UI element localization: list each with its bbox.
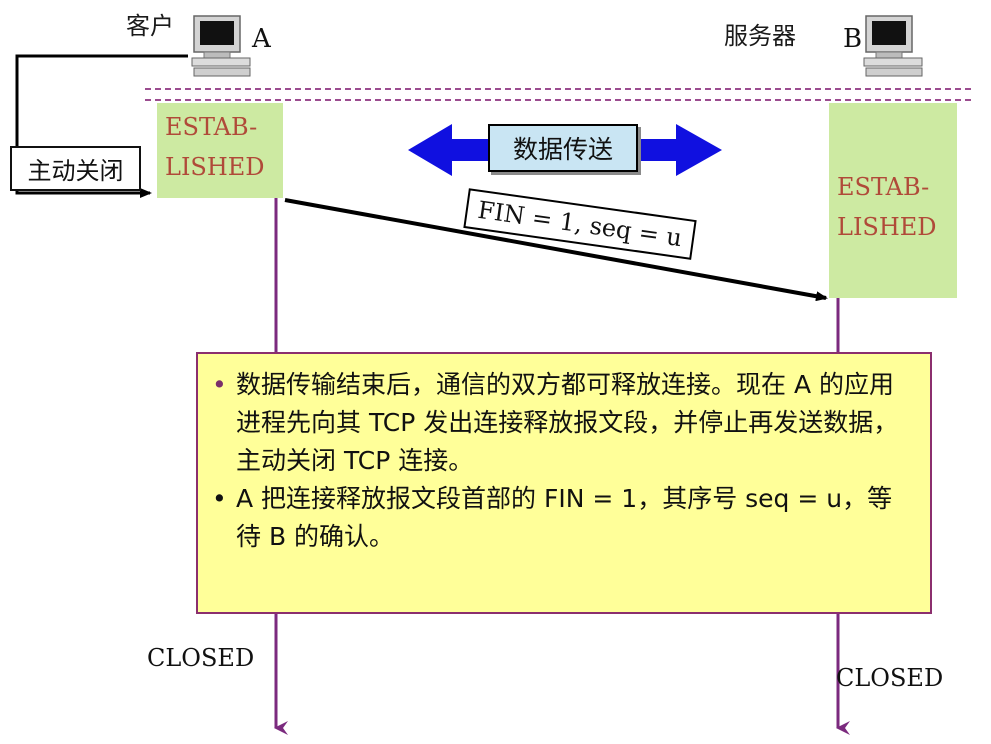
separator-lines bbox=[145, 88, 975, 101]
data-transfer-label: 数据传送 bbox=[488, 124, 638, 172]
computer-icon bbox=[863, 15, 923, 77]
active-close-label: 主动关闭 bbox=[10, 146, 141, 191]
note-text-2: A 把连接释放报文段首部的 FIN = 1，其序号 seq = u，等待 B 的… bbox=[236, 484, 893, 551]
fin-arrow bbox=[284, 198, 828, 302]
active-close-arrow bbox=[15, 54, 188, 198]
client-label: 客户 bbox=[126, 12, 174, 40]
bullet-marker: • bbox=[212, 370, 227, 399]
server-letter: B bbox=[843, 24, 863, 54]
client-closed-state: CLOSED bbox=[147, 644, 255, 672]
server-closed-state: CLOSED bbox=[836, 664, 944, 692]
server-label: 服务器 bbox=[724, 22, 796, 50]
note-text-1: 数据传输结束后，通信的双方都可释放连接。现在 A 的应用进程先向其 TCP 发出… bbox=[236, 370, 899, 475]
bullet-marker: • bbox=[212, 484, 227, 513]
explanation-note: • 数据传输结束后，通信的双方都可释放连接。现在 A 的应用进程先向其 TCP … bbox=[196, 352, 932, 614]
computer-icon bbox=[191, 15, 251, 77]
server-state-established: ESTAB- LISHED bbox=[829, 103, 957, 298]
note-bullet-2: • A 把连接释放报文段首部的 FIN = 1，其序号 seq = u，等待 B… bbox=[212, 480, 914, 556]
client-letter: A bbox=[252, 24, 271, 54]
client-state-established: ESTAB- LISHED bbox=[157, 103, 283, 198]
note-bullet-1: • 数据传输结束后，通信的双方都可释放连接。现在 A 的应用进程先向其 TCP … bbox=[212, 366, 914, 480]
note-bullet-list: • 数据传输结束后，通信的双方都可释放连接。现在 A 的应用进程先向其 TCP … bbox=[212, 366, 914, 556]
